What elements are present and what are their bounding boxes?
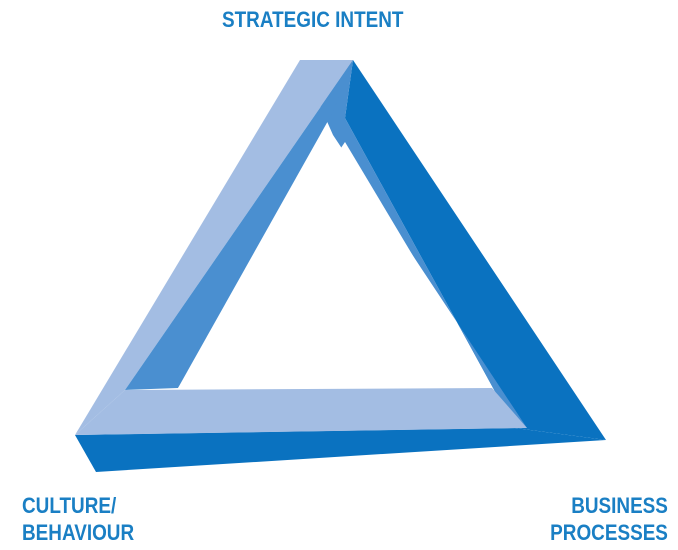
label-business-line2: PROCESSES <box>550 520 668 545</box>
bottom-bar-top-face <box>75 388 527 435</box>
label-culture-line2: BEHAVIOUR <box>22 520 135 545</box>
label-culture-behaviour: CULTURE/ BEHAVIOUR <box>22 492 134 546</box>
triangle-inner-hole <box>178 142 492 388</box>
left-bar-outer-face <box>75 60 353 435</box>
bottom-bar-front-face <box>75 428 606 472</box>
right-bar-top-face <box>300 60 527 428</box>
right-bar-outer-face <box>345 60 606 440</box>
label-strategic-intent: STRATEGIC INTENT <box>222 6 403 33</box>
label-business-processes: BUSINESS PROCESSES <box>550 492 668 546</box>
label-business-line1: BUSINESS <box>571 493 668 518</box>
label-culture-line1: CULTURE/ <box>22 493 117 518</box>
label-strategic-intent-text: STRATEGIC INTENT <box>222 7 404 32</box>
left-bar-inner-face <box>125 60 353 390</box>
